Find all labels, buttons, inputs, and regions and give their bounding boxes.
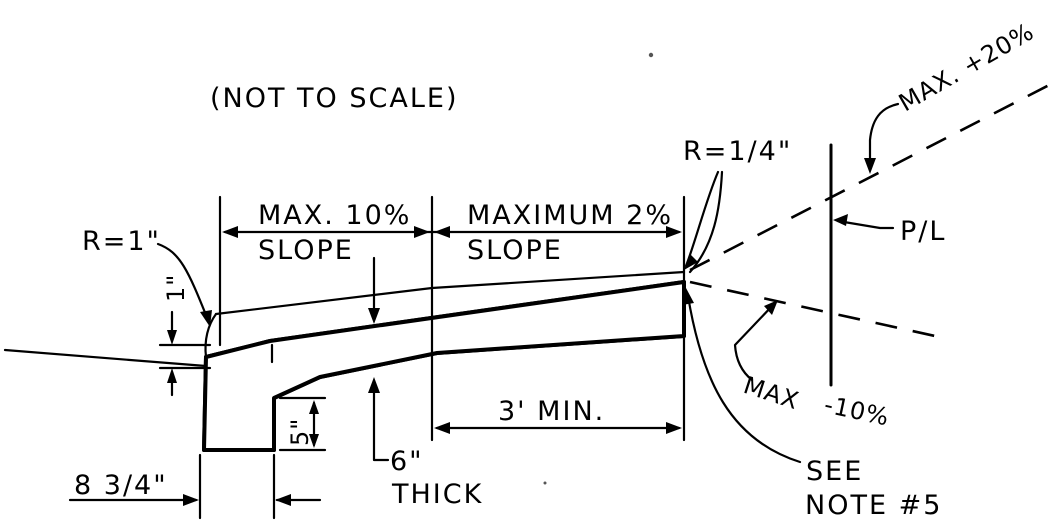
see-label: SEE: [806, 456, 863, 487]
max-10-percent-label: MAX. 10%: [258, 200, 411, 231]
not-to-scale-note: (NOT TO SCALE): [210, 83, 458, 114]
one-inch-label: 1": [162, 274, 190, 302]
slope-left-label: SLOPE: [258, 235, 354, 266]
max-plus-20-label: MAX. +20%: [894, 17, 1039, 117]
concrete-apron-slab-outline: [202, 280, 686, 452]
maximum-2-percent-label: MAXIMUM 2%: [467, 200, 673, 231]
curb-width-label: 8 3/4": [74, 470, 168, 501]
three-foot-min-label: 3' MIN.: [498, 396, 605, 427]
note-five-leader: [686, 294, 802, 464]
six-inch-leader: [372, 380, 390, 462]
grade-line-minus-10: [689, 280, 936, 338]
existing-ground-line: [3, 348, 208, 368]
note-five-label: NOTE #5: [805, 490, 942, 521]
five-inch-label: 5": [286, 418, 314, 446]
slope-right-label: SLOPE: [467, 235, 563, 266]
property-line-label: P/L: [900, 216, 946, 247]
r-quarter-inch-label: R=1/4": [683, 136, 792, 167]
r-quarter-inch-leader: [684, 170, 720, 268]
r-one-inch-label: R=1": [82, 226, 161, 257]
six-inch-label: 6": [390, 446, 424, 477]
thick-label: THICK: [391, 479, 483, 510]
minus-10-percent-label: -10%: [822, 390, 892, 431]
curb-radius-curve: [204, 312, 218, 359]
r-one-inch-leader: [156, 242, 210, 322]
max-minus-label: MAX: [740, 371, 802, 415]
grade-line-plus-20: [689, 80, 1056, 272]
